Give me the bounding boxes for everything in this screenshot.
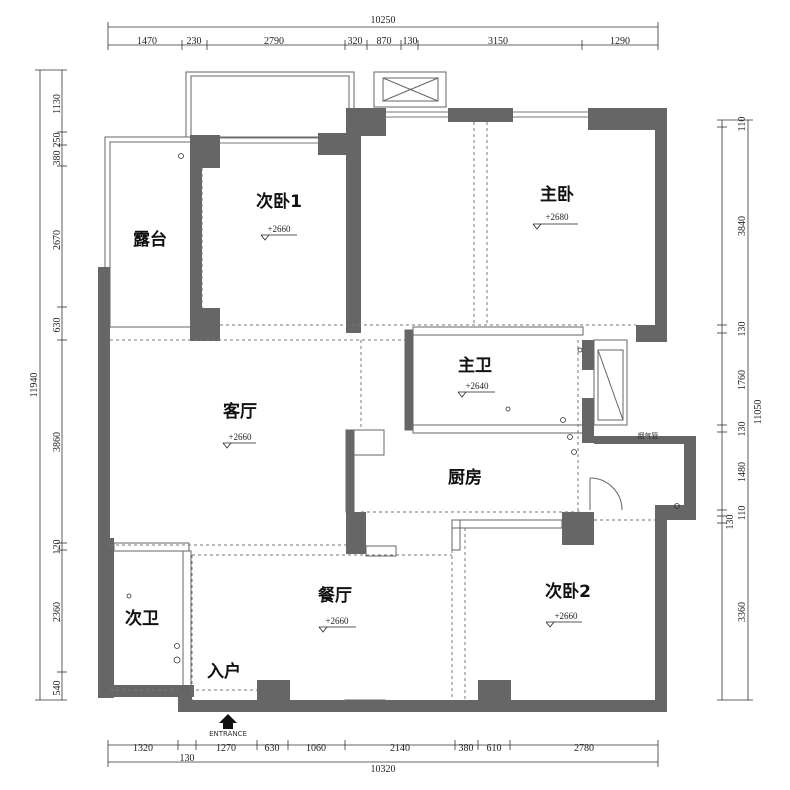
- dim-right-seg: 3840: [737, 216, 748, 236]
- dim-left: 11940 1130 250 380 2670 630 3860 120 236…: [29, 94, 63, 695]
- dim-left-seg: 630: [52, 318, 63, 333]
- dim-top-seg: 2790: [264, 36, 284, 47]
- room-name-bedroom3: 次卧2: [545, 581, 591, 602]
- room-name-living-room: 客厅: [222, 401, 257, 422]
- room-name-entrance: 入户: [207, 661, 241, 682]
- dim-left-seg: 120: [52, 540, 63, 555]
- room-name-terrace: 露台: [133, 229, 167, 250]
- dim-top-seg: 1290: [610, 36, 630, 47]
- room-level-bedroom2: +2660: [267, 224, 291, 234]
- dim-right-seg: 130: [737, 422, 748, 437]
- dim-bottom-seg: 1060: [306, 743, 326, 754]
- flue-label: 烟气管: [638, 431, 659, 440]
- room-name-master-bedroom: 主卧: [540, 184, 574, 205]
- dim-bottom-seg: 1270: [216, 743, 236, 754]
- room-level-living-room: +2660: [228, 432, 252, 442]
- dim-bottom-seg: 630: [265, 743, 280, 754]
- dim-top-seg: 1470: [137, 36, 157, 47]
- entrance-arrow-icon: [219, 714, 237, 729]
- dim-top-seg: 230: [187, 36, 202, 47]
- dim-left-seg: 540: [52, 681, 63, 696]
- dim-right-seg: 130: [725, 515, 736, 530]
- room-level-bedroom3: +2660: [554, 611, 578, 621]
- dim-right-total: 11050: [753, 400, 764, 425]
- dim-top-seg: 320: [348, 36, 363, 47]
- kitchen-door-swing: [589, 477, 623, 511]
- dim-right-seg: 130: [737, 322, 748, 337]
- windows: [220, 111, 588, 144]
- dim-right-seg: 110: [737, 506, 748, 521]
- room-level-master-bedroom: +2680: [545, 212, 569, 222]
- room-name-guest-bath: 次卫: [125, 608, 159, 629]
- entrance-mark: ENTRANCE: [209, 730, 247, 738]
- dim-right-seg: 110: [737, 117, 748, 132]
- dim-top-total: 10250: [371, 15, 396, 26]
- dim-bottom-total: 10320: [371, 764, 396, 775]
- fixtures: [126, 153, 680, 664]
- dim-bottom-segments: 1320 130 1270 630 1060 2140 380 610 2780: [133, 743, 594, 764]
- dim-right-seg: 1480: [737, 462, 748, 482]
- dim-top-segments: 1470 230 2790 320 870 130 3150 1290: [137, 36, 630, 47]
- partition-walls: [113, 326, 584, 706]
- dim-bottom-seg: 2140: [390, 743, 410, 754]
- dim-right: 11050 110 3840 130 1760 130 1480 110 130…: [725, 117, 764, 622]
- level-markers: [222, 223, 582, 633]
- dim-left-seg: 380: [52, 151, 63, 166]
- room-name-bedroom2: 次卧1: [256, 191, 302, 212]
- dim-top-seg: 130: [403, 36, 418, 47]
- room-name-dining-room: 餐厅: [318, 585, 352, 606]
- dim-left-total: 11940: [29, 373, 40, 398]
- walls: [98, 108, 696, 712]
- dim-bottom-seg: 380: [459, 743, 474, 754]
- room-name-master-bath: 主卫: [458, 355, 492, 376]
- dimension-lines: [35, 22, 753, 767]
- dim-bottom-seg: 130: [180, 753, 195, 764]
- dim-bottom-seg: 610: [487, 743, 502, 754]
- dim-bottom-seg: 2780: [574, 743, 594, 754]
- room-level-master-bath: +2640: [465, 381, 489, 391]
- dim-top-seg: 3150: [488, 36, 508, 47]
- dim-top-seg: 870: [377, 36, 392, 47]
- dim-bottom-seg: 1320: [133, 743, 153, 754]
- dim-left-seg: 2670: [52, 230, 63, 250]
- dim-left-seg: 2360: [52, 602, 63, 622]
- room-level-dining-room: +2660: [325, 616, 349, 626]
- room-name-kitchen: 厨房: [448, 467, 482, 488]
- dim-right-seg: 3360: [737, 602, 748, 622]
- dim-left-seg: 250: [52, 133, 63, 148]
- dashed-boundaries: [110, 122, 655, 700]
- dim-left-seg: 1130: [52, 94, 63, 114]
- dim-right-seg: 1760: [737, 370, 748, 390]
- dim-left-seg: 3860: [52, 432, 63, 452]
